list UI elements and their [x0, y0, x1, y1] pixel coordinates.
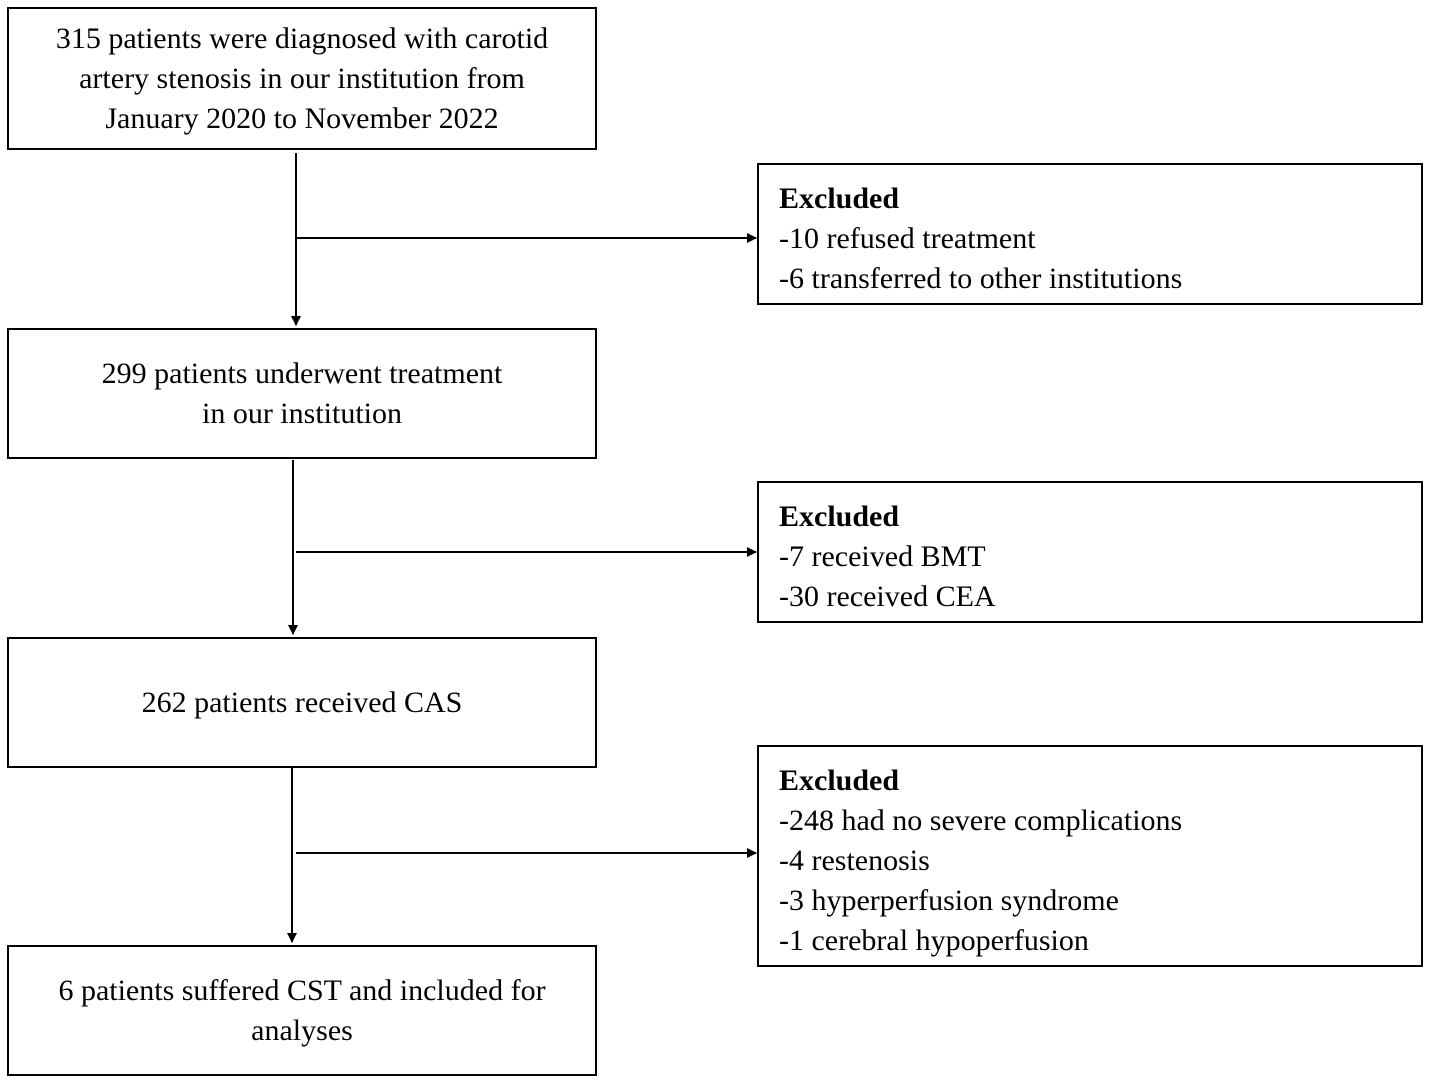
step-box-included: 6 patients suffered CST and included for… [7, 945, 597, 1076]
step-text-line: 315 patients were diagnosed with carotid [55, 21, 549, 55]
exclusion-item: -30 received CEA [779, 580, 996, 613]
exclusion-box-3: Excluded -248 had no severe complication… [757, 745, 1423, 967]
exclusion-item: -1 cerebral hypoperfusion [779, 924, 1089, 957]
step-text-line: 299 patients underwent treatment [101, 356, 503, 390]
step-text-line: January 2020 to November 2022 [105, 101, 499, 135]
step-text-line: 6 patients suffered CST and included for [58, 973, 546, 1007]
step-box-diagnosed: 315 patients were diagnosed with carotid… [7, 7, 597, 150]
step-box-cas: 262 patients received CAS [7, 637, 597, 768]
step-box-treated: 299 patients underwent treatment in our … [7, 328, 597, 459]
exclusion-item: -248 had no severe complications [779, 804, 1183, 837]
exclusion-item: -4 restenosis [779, 844, 930, 877]
step-text-line: in our institution [201, 396, 402, 430]
exclusion-title: Excluded [779, 764, 900, 797]
step-text-line: 262 patients received CAS [141, 685, 463, 719]
exclusion-item: -10 refused treatment [779, 222, 1036, 255]
step-text-line: analyses [251, 1013, 353, 1047]
exclusion-box-2: Excluded -7 received BMT -30 received CE… [757, 481, 1423, 623]
exclusion-item: -3 hyperperfusion syndrome [779, 884, 1119, 917]
exclusion-box-1: Excluded -10 refused treatment -6 transf… [757, 163, 1423, 305]
step-text-line: artery stenosis in our institution from [79, 61, 525, 95]
exclusion-item: -7 received BMT [779, 540, 986, 573]
exclusion-title: Excluded [779, 182, 900, 215]
exclusion-item: -6 transferred to other institutions [779, 262, 1183, 295]
exclusion-title: Excluded [779, 500, 900, 533]
